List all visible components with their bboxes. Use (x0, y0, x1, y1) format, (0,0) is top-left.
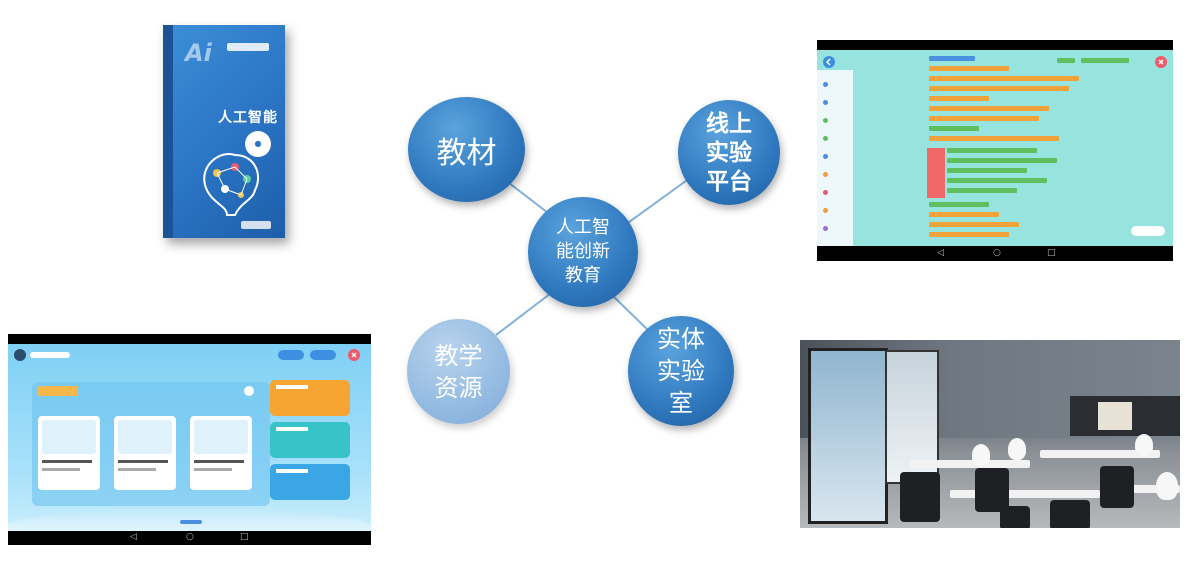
back-nav-icon: ◁ (130, 532, 137, 542)
course-card (38, 416, 100, 490)
node-teaching-resources: 教学 资源 (407, 319, 510, 424)
ai-logo: Ai (185, 39, 212, 67)
course-card (190, 416, 252, 490)
node-online-lab-line2: 实验 (706, 139, 752, 166)
edition-badge: ● (245, 131, 271, 157)
node-center-line3: 教育 (565, 265, 601, 286)
chevron-right-icon (244, 386, 254, 396)
android-nav-bar: ◁ ○ □ (8, 531, 371, 545)
pager-dots (180, 520, 202, 524)
online-lab-screenshot: ◁ ○ □ (817, 40, 1173, 261)
back-arrow-icon (823, 56, 835, 68)
home-nav-icon: ○ (993, 248, 1001, 258)
node-physical-lab-line2: 实验 (657, 357, 705, 385)
node-physical-lab-line1: 实体 (657, 325, 705, 353)
node-center-line2: 能创新 (556, 241, 610, 262)
tile-ai-graphic-coding (270, 422, 350, 458)
node-physical-lab-line3: 室 (669, 389, 693, 417)
node-center-line1: 人工智 (556, 217, 610, 238)
close-icon (1155, 56, 1167, 68)
node-physical-lab: 实体 实验 室 (628, 316, 734, 426)
node-teaching-resources-line2: 资源 (434, 373, 483, 402)
textbook-cover-image: Ai 人工智能 ● (163, 25, 285, 238)
home-nav-icon: ○ (186, 532, 194, 542)
connector-top-left (504, 179, 553, 217)
recent-nav-icon: □ (1047, 248, 1056, 258)
node-online-lab-line3: 平台 (706, 168, 752, 195)
node-online-lab-line1: 线上 (706, 110, 752, 137)
physical-lab-photo (800, 340, 1180, 528)
teaching-resources-screenshot: ◁ ○ □ (8, 334, 371, 545)
node-textbook-label: 教材 (436, 135, 497, 171)
avatar (14, 349, 26, 361)
android-nav-bar: ◁ ○ □ (817, 246, 1173, 261)
connector-top-right (624, 177, 691, 226)
back-nav-icon: ◁ (937, 248, 944, 258)
node-center-ai-innovation-education: 人工智 能创新 教育 (528, 197, 638, 307)
book-title: 人工智能 (218, 110, 278, 126)
tile-ai-training (270, 464, 350, 500)
course-card (114, 416, 176, 490)
block-category-sidebar (817, 70, 853, 246)
node-teaching-resources-line1: 教学 (434, 341, 483, 370)
connector-bottom-left (495, 289, 556, 336)
connector-bottom-right (611, 294, 651, 333)
close-icon (348, 349, 360, 361)
recent-nav-icon: □ (240, 532, 249, 542)
brain-network-icon (203, 153, 260, 216)
node-textbook: 教材 (408, 97, 525, 202)
tile-python (270, 380, 350, 416)
node-online-lab-platform: 线上 实验 平台 (678, 100, 780, 205)
